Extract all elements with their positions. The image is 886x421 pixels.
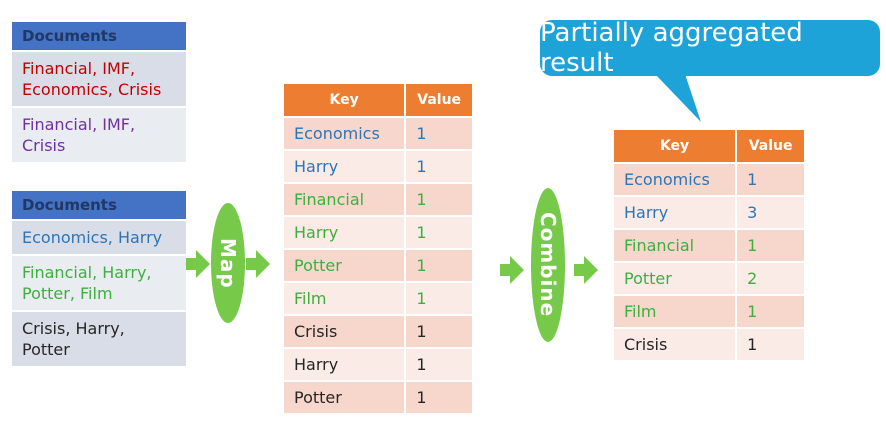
value-cell: 1	[737, 296, 804, 327]
value-cell: 2	[737, 263, 804, 294]
key-cell: Harry	[284, 151, 405, 182]
value-cell: 1	[406, 316, 472, 347]
value-cell: 1	[406, 217, 472, 248]
document-text: Financial, IMF, Economics, Crisis	[12, 52, 186, 106]
documents-header: Documents	[12, 22, 186, 50]
document-row: Crisis, Harry, Potter	[12, 312, 186, 366]
key-column-header: Key	[284, 84, 405, 116]
document-text: Financial, IMF, Crisis	[12, 108, 186, 162]
value-cell: 1	[406, 118, 472, 149]
value-cell: 3	[737, 197, 804, 228]
key-cell: Potter	[284, 250, 405, 281]
document-row: Economics, Harry	[12, 221, 186, 254]
document-row: Financial, Harry, Potter, Film	[12, 256, 186, 310]
value-cell: 1	[737, 329, 804, 360]
key-cell: Economics	[284, 118, 405, 149]
combine-label: Combine	[536, 212, 560, 318]
value-cell: 1	[406, 250, 472, 281]
key-cell: Financial	[614, 230, 736, 261]
value-cell: 1	[737, 230, 804, 261]
value-cell: 1	[406, 151, 472, 182]
key-cell: Potter	[614, 263, 736, 294]
value-column-header: Value	[406, 84, 472, 116]
map-label: Map	[216, 237, 240, 289]
document-text: Crisis, Harry, Potter	[12, 312, 186, 366]
key-cell: Harry	[284, 349, 405, 380]
key-cell: Harry	[614, 197, 736, 228]
callout-text: Partially aggregated result	[540, 18, 803, 78]
key-cell: Crisis	[614, 329, 736, 360]
key-cell: Film	[284, 283, 405, 314]
value-cell: 1	[406, 283, 472, 314]
callout-bubble: Partially aggregated result	[540, 18, 880, 78]
key-cell: Harry	[284, 217, 405, 248]
value-column-header: Value	[737, 130, 804, 162]
document-row: Financial, IMF, Economics, Crisis	[12, 52, 186, 106]
key-cell: Crisis	[284, 316, 405, 347]
value-cell: 1	[406, 349, 472, 380]
key-cell: Economics	[614, 164, 736, 195]
key-cell: Financial	[284, 184, 405, 215]
callout-tail	[655, 74, 701, 122]
document-text: Economics, Harry	[12, 221, 186, 254]
combine-oval: Combine	[531, 188, 565, 342]
document-text: Financial, Harry, Potter, Film	[12, 256, 186, 310]
value-cell: 1	[406, 382, 472, 413]
document-row: Financial, IMF, Crisis	[12, 108, 186, 162]
value-cell: 1	[406, 184, 472, 215]
key-cell: Film	[614, 296, 736, 327]
key-cell: Potter	[284, 382, 405, 413]
value-cell: 1	[737, 164, 804, 195]
documents-header: Documents	[12, 191, 186, 219]
map-oval: Map	[211, 203, 245, 323]
key-column-header: Key	[614, 130, 736, 162]
